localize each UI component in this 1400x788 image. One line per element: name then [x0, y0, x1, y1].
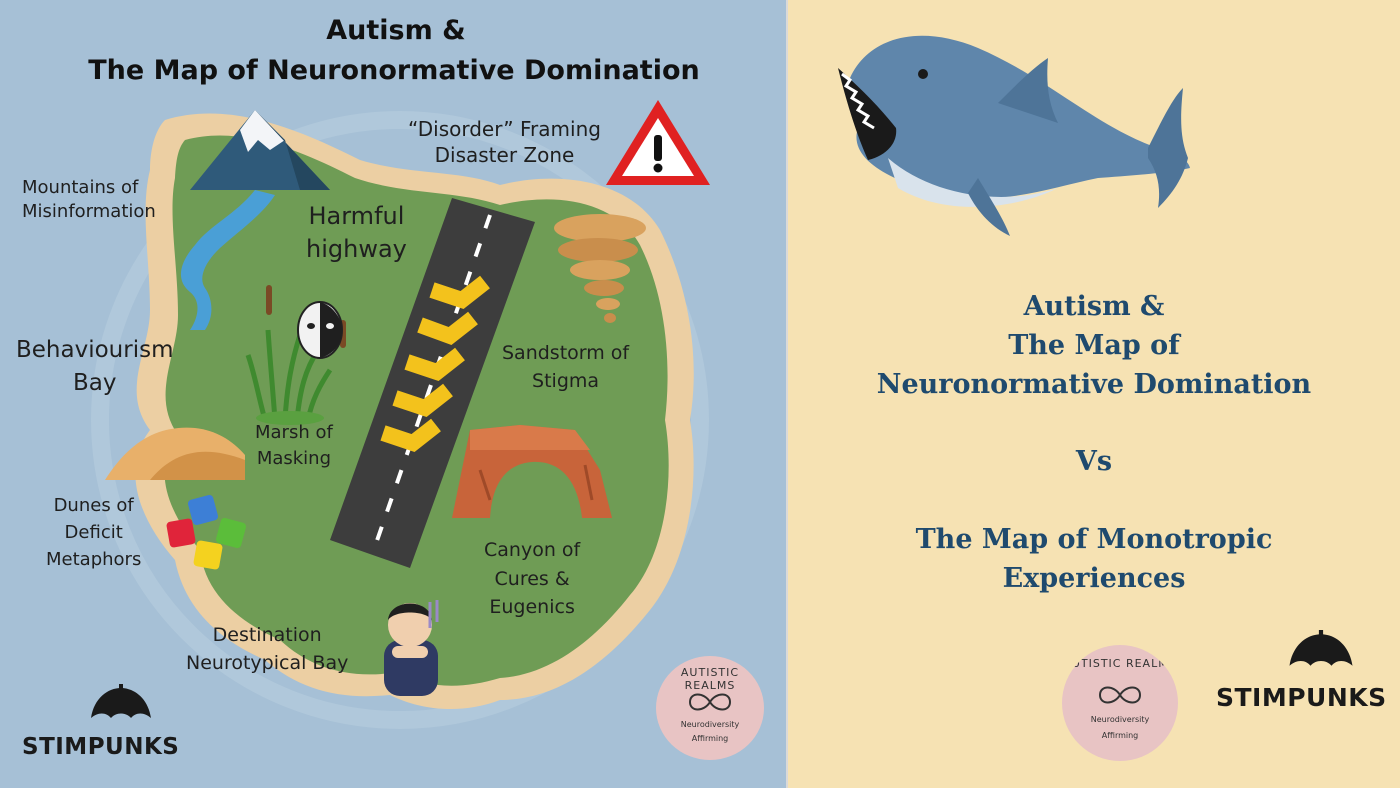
badge-line1: Neurodiversity [1090, 715, 1150, 724]
badge-word: REALMS [1125, 657, 1177, 670]
puzzle-icon [166, 494, 247, 570]
label-line: Dunes of [53, 495, 134, 516]
highway [330, 198, 535, 568]
map-panel: Autism & The Map of Neuronormative Domin… [0, 0, 788, 788]
label-line: Canyon of [484, 539, 581, 561]
label-line: Eugenics [489, 596, 575, 618]
label-canyon-of-cures: Canyon of Cures & Eugenics [484, 536, 580, 622]
shark-icon [838, 35, 1190, 236]
autistic-realms-badge-left: AUTISTIC REALMS Neurodiversity Affirming [656, 656, 764, 760]
infinity-icon [688, 693, 732, 711]
autistic-realms-badge-right: AUTISTIC REALMS Neurodiversity Affirming [1062, 645, 1178, 761]
island-map [105, 100, 710, 710]
umbrella-icon [1289, 630, 1353, 666]
label-line: Destination [212, 624, 322, 646]
mask-icon [297, 301, 343, 359]
label-line: Masking [256, 448, 332, 470]
label-line: Cures & [494, 567, 570, 590]
label-sandstorm-of-stigma: Sandstorm of Stigma [502, 340, 629, 395]
dune-icon [105, 427, 245, 480]
badge-line2: Affirming [691, 734, 729, 743]
label-mountains-of-misinformation: Mountains of Misinformation [22, 176, 156, 224]
infinity-icon [1098, 686, 1142, 704]
title-panel: Autism & The Map of Neuronormative Domin… [788, 0, 1400, 788]
label-line: Mountains of [22, 177, 139, 198]
right-title-line2: The Map of [1008, 330, 1180, 361]
right-title-vs: Vs [1075, 446, 1113, 477]
label-line: Sandstorm of [502, 342, 630, 364]
right-title-line5: Experiences [1002, 563, 1186, 594]
label-line: Bay [73, 369, 117, 396]
mountain-icon [190, 110, 330, 190]
badge-word: AUTISTIC [1063, 657, 1122, 670]
label-line: Disaster Zone [434, 143, 575, 168]
label-line: Harmful [308, 202, 405, 230]
umbrella-icon [91, 684, 151, 718]
stimpunks-logo-right: STIMPUNKS [1216, 683, 1387, 712]
right-title-line4: The Map of Monotropic [915, 524, 1273, 555]
stimpunks-logo-left: STIMPUNKS [22, 734, 180, 760]
label-marsh-of-masking: Marsh of Masking [255, 420, 333, 472]
label-line: Metaphors [46, 549, 142, 570]
label-behaviourism-bay: Behaviourism Bay [16, 334, 174, 399]
map-title-line1: Autism & [326, 15, 466, 46]
tornado-icon [554, 214, 646, 323]
label-line: Behaviourism [16, 337, 174, 363]
right-title-line1: Autism & [1023, 291, 1165, 322]
reeds-icon [245, 285, 346, 425]
label-destination-neurotypical-bay: Destination Neurotypical Bay [186, 622, 348, 677]
badge-top: AUTISTIC REALMS [1062, 657, 1178, 670]
label-line: Stigma [532, 369, 600, 392]
badge-top: AUTISTIC REALMS [656, 666, 764, 692]
right-title-line3: Neuronormative Domination [876, 369, 1312, 400]
sad-person-icon [384, 600, 439, 696]
label-dunes-of-deficit-metaphors: Dunes of Deficit Metaphors [46, 492, 141, 573]
badge-line1: Neurodiversity [680, 720, 740, 729]
panel-divider [786, 0, 788, 788]
rock-arch-icon [452, 425, 612, 518]
warning-icon [606, 100, 710, 185]
badge-line2: Affirming [1101, 731, 1139, 740]
label-line: highway [306, 235, 407, 264]
label-line: Neurotypical Bay [186, 651, 349, 674]
river [180, 190, 275, 330]
label-line: Deficit [64, 522, 123, 543]
label-disorder-framing: “Disorder” Framing Disaster Zone [408, 116, 601, 169]
label-harmful-highway: Harmful highway [306, 200, 407, 266]
label-line: Misinformation [22, 200, 156, 222]
label-line: Marsh of [255, 422, 333, 443]
label-line: “Disorder” Framing [408, 117, 601, 141]
badge-word: REALMS [684, 679, 736, 692]
map-title-line2: The Map of Neuronormative Domination [88, 55, 700, 86]
badge-word: AUTISTIC [680, 666, 740, 679]
